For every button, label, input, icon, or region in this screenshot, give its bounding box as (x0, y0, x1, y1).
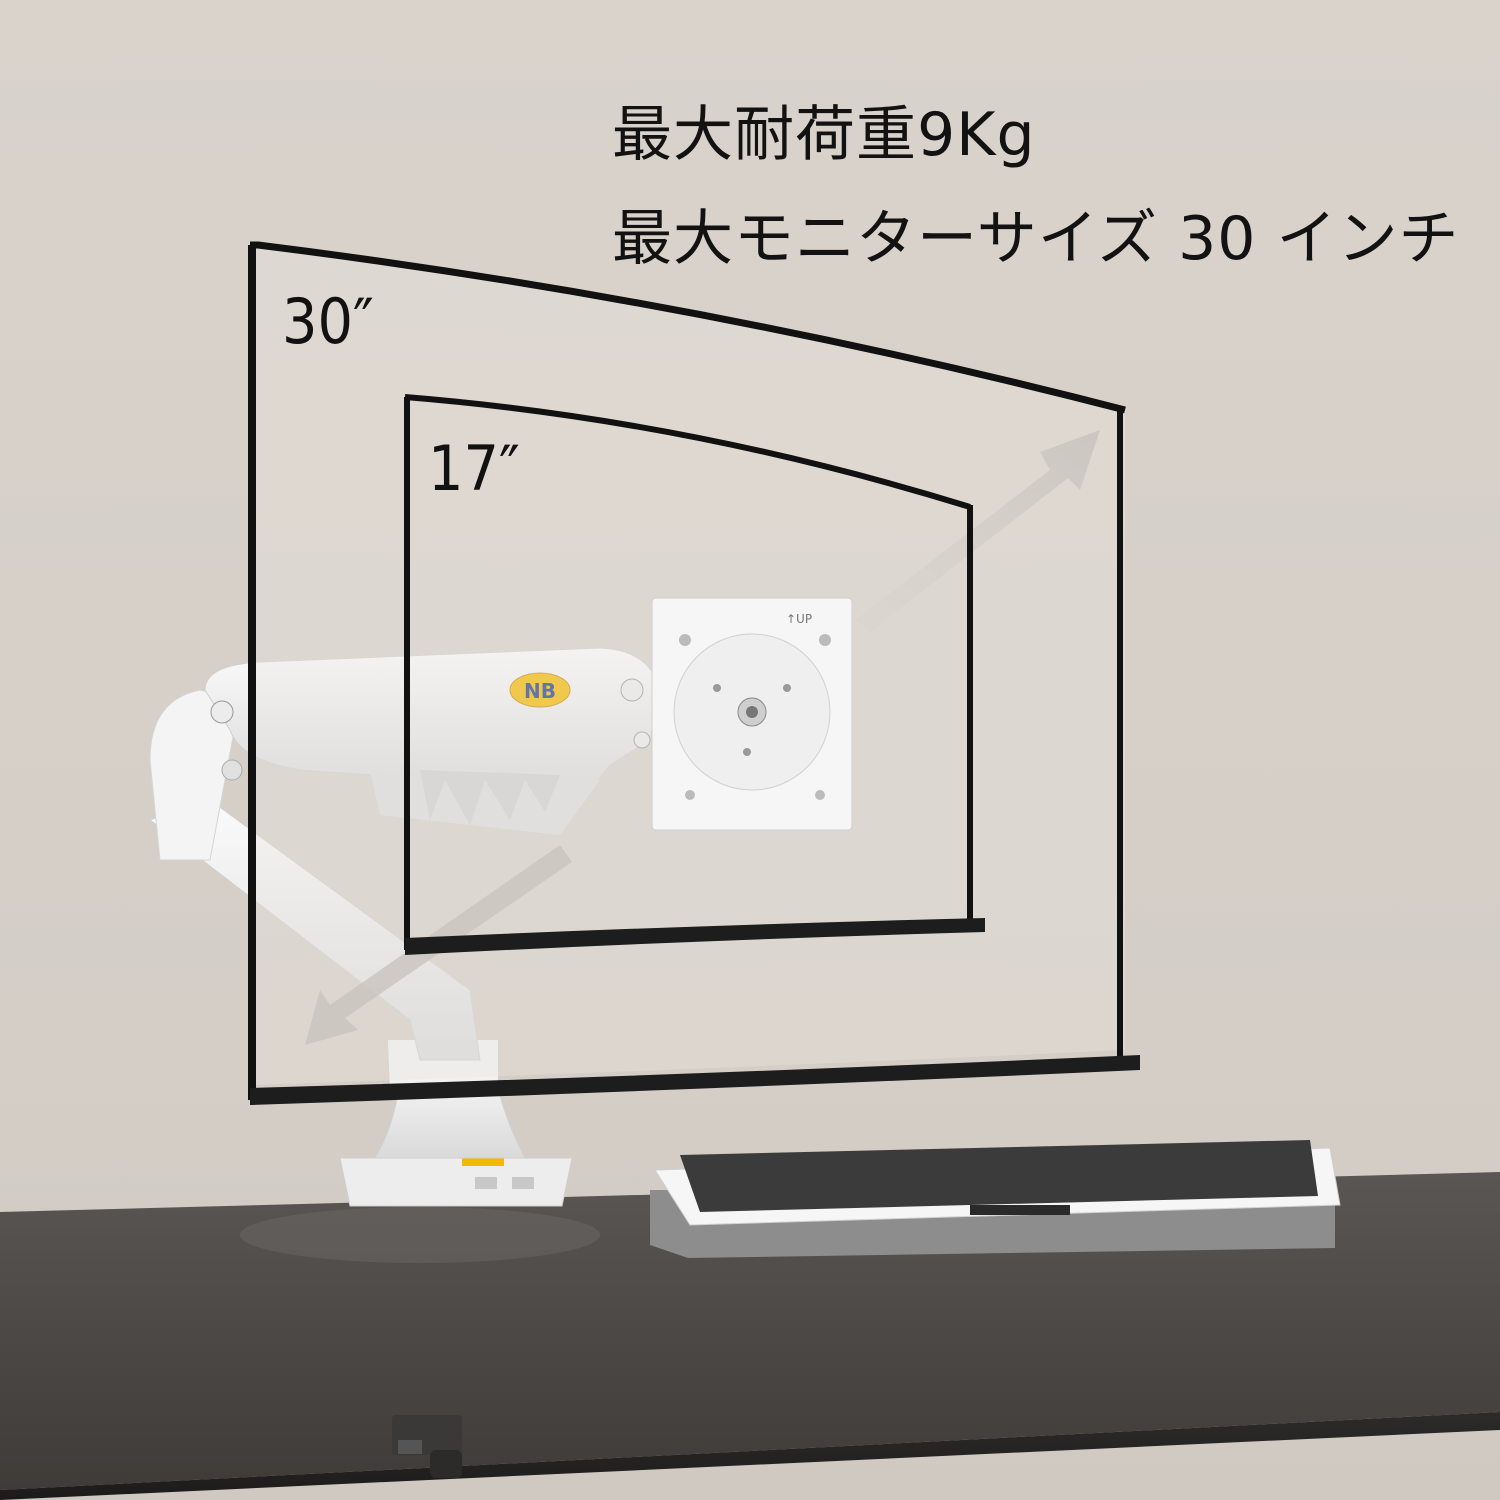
keyboard (650, 1140, 1341, 1258)
lower-arm (148, 689, 481, 1061)
max-load-heading: 最大耐荷重9Kg (612, 100, 1036, 170)
vesa-up-marker: ↑UP (786, 612, 812, 626)
desk (0, 1172, 1500, 1500)
monitor-30-label: 30″ (282, 285, 374, 358)
max-monitor-size-heading: 最大モニターサイズ 30 インチ (612, 204, 1460, 274)
monitor-17-label: 17″ (428, 432, 520, 505)
nb-logo: NB (509, 672, 571, 708)
vesa-plate: ↑UP (651, 597, 853, 831)
desk-clamp (392, 1415, 462, 1478)
monitor-17-outline (404, 394, 985, 955)
resize-arrow-upper (855, 430, 1100, 632)
svg-text:NB: NB (524, 679, 556, 703)
